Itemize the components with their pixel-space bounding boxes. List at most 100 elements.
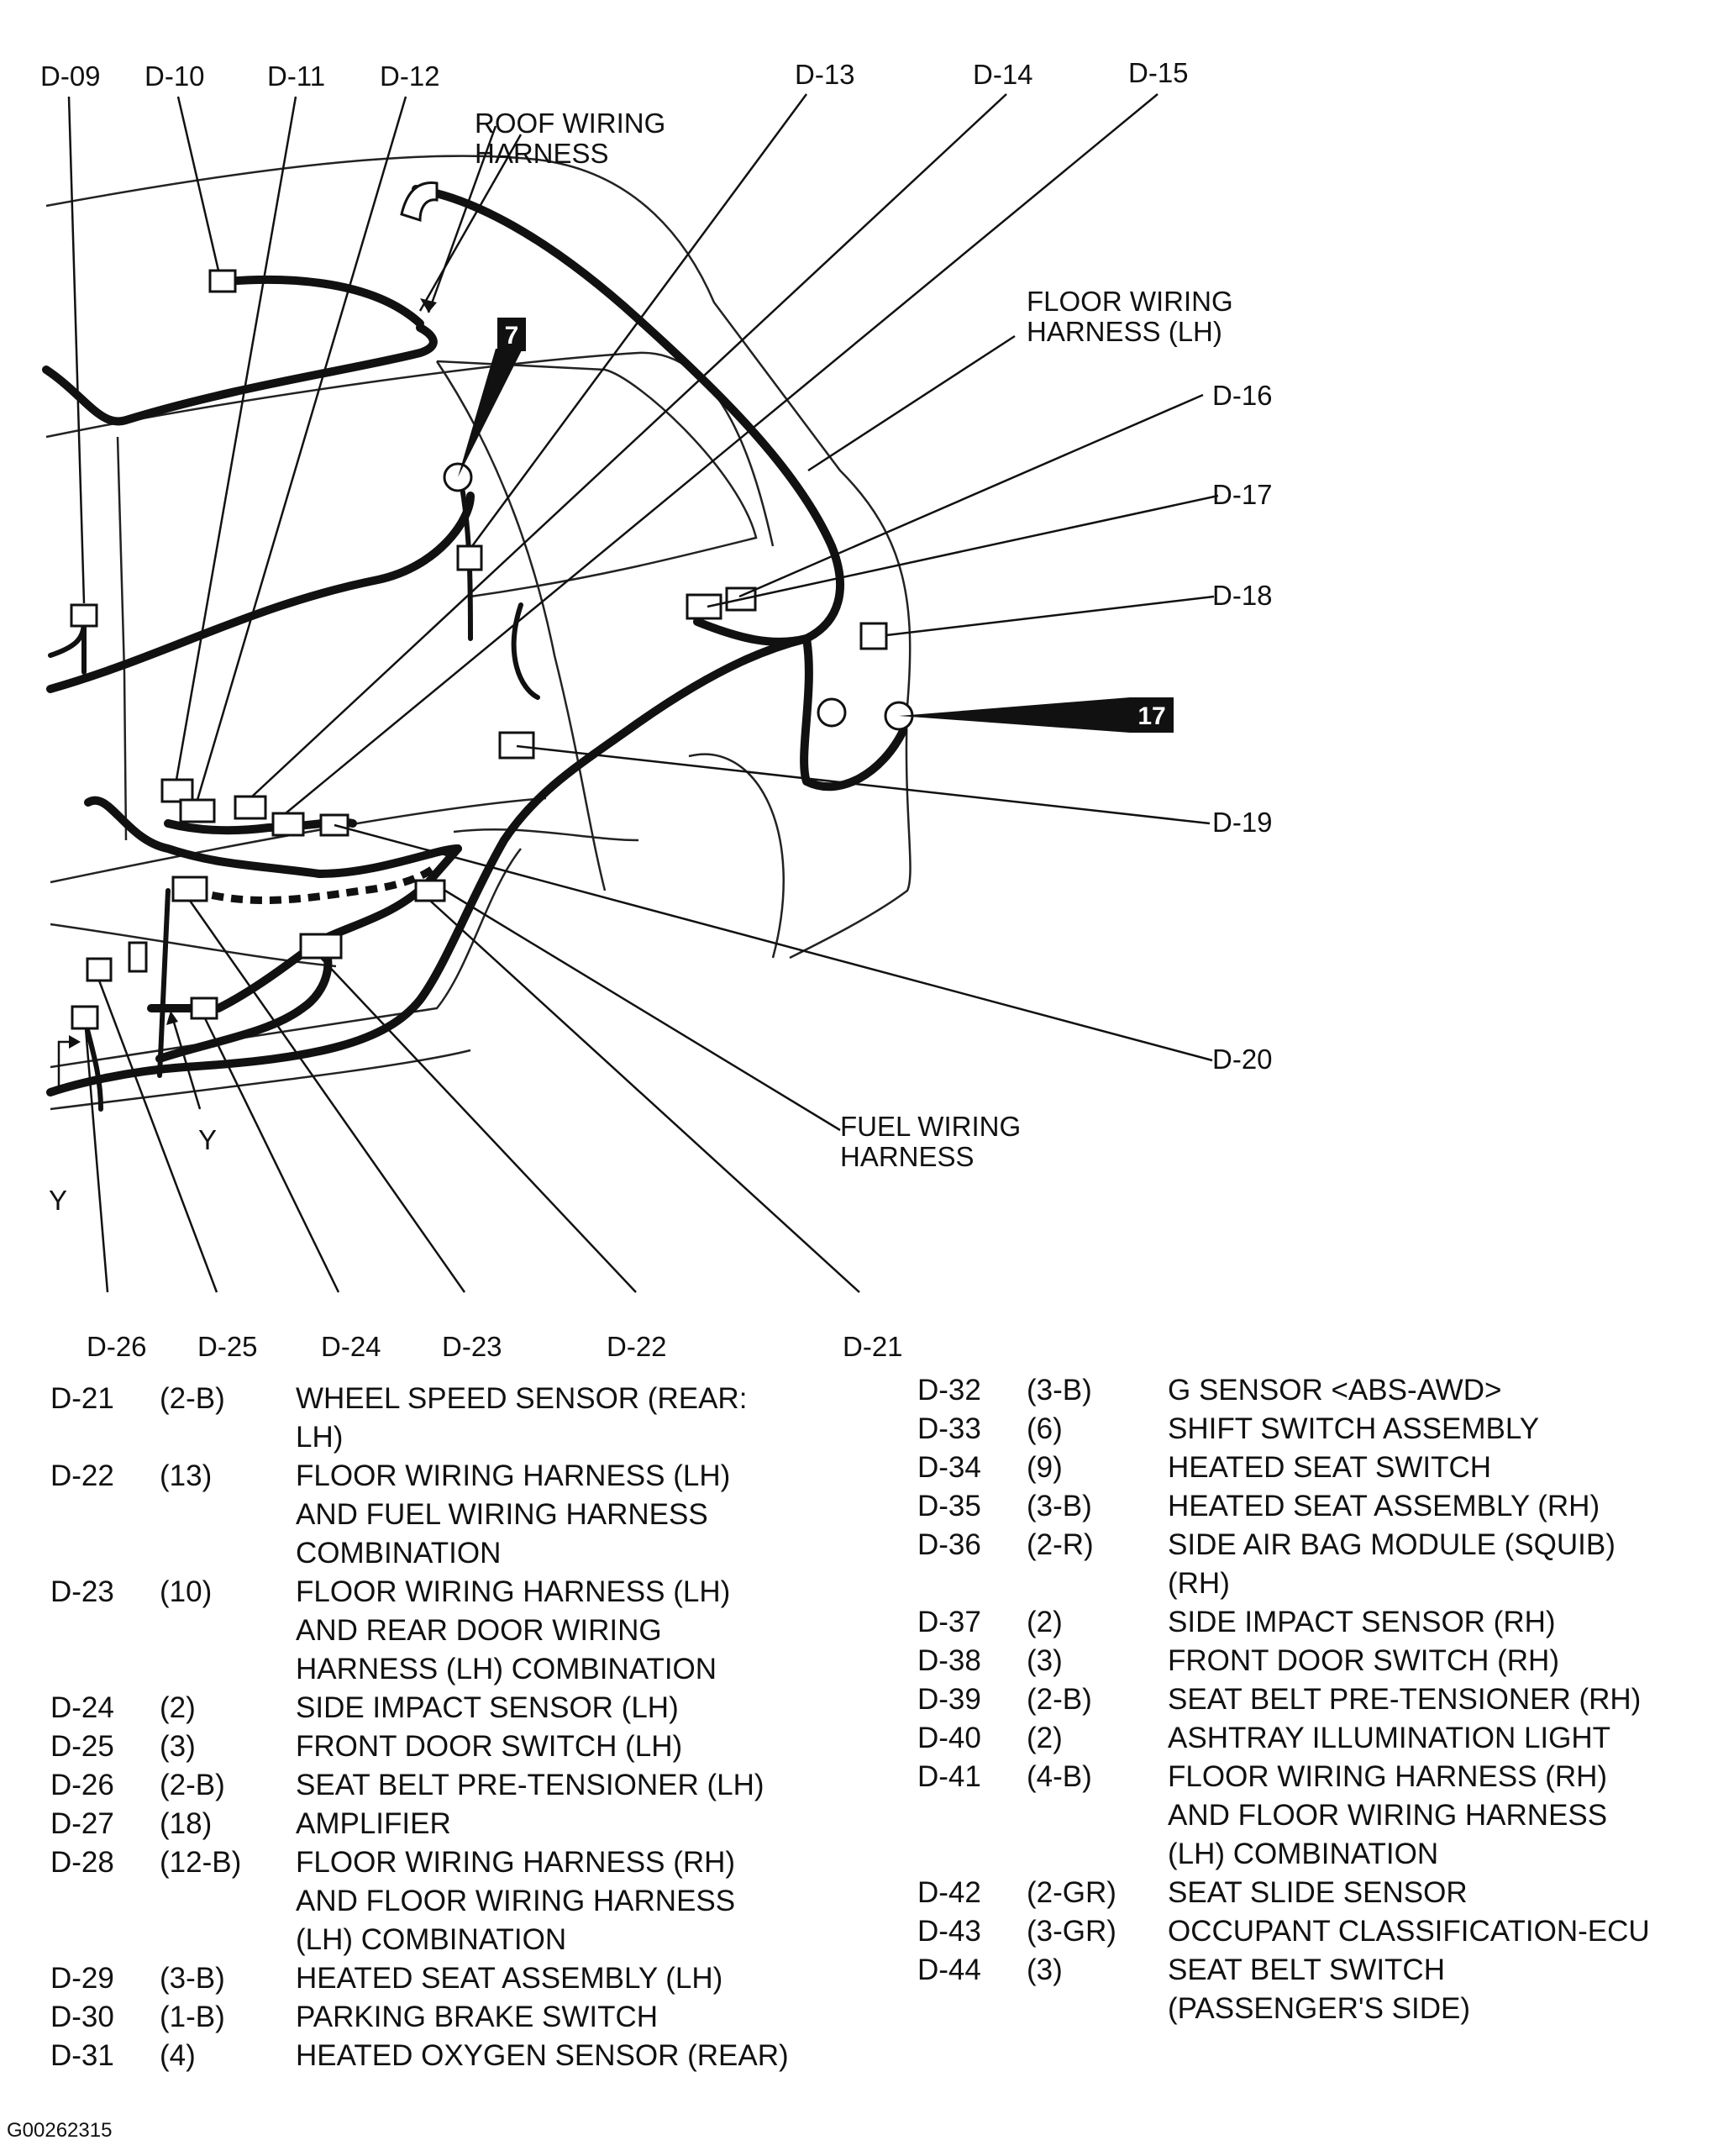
connector-pins: (2) bbox=[1027, 1606, 1063, 1638]
callout-d11: D-11 bbox=[267, 60, 325, 92]
connector-pins: (3-GR) bbox=[1027, 1915, 1116, 1948]
connector-code: D-39 bbox=[917, 1683, 981, 1716]
connector-code: D-29 bbox=[50, 1962, 114, 1995]
connector-pins: (3-B) bbox=[1027, 1374, 1092, 1407]
connector-pins: (4-B) bbox=[1027, 1760, 1092, 1793]
legend-row: D-23(10)FLOOR WIRING HARNESS (LH) AND RE… bbox=[50, 1573, 817, 1689]
connector-pins: (2-B) bbox=[160, 1382, 225, 1415]
connector-pins: (3-B) bbox=[1027, 1490, 1092, 1522]
connector-pins: (2-B) bbox=[1027, 1683, 1092, 1716]
connector-description: PARKING BRAKE SWITCH bbox=[296, 2001, 659, 2033]
connector-pins: (12-B) bbox=[160, 1846, 242, 1879]
connector-code: D-35 bbox=[917, 1490, 981, 1522]
connector-code: D-34 bbox=[917, 1451, 981, 1484]
callout-d26: D-26 bbox=[87, 1331, 147, 1362]
connector-description: OCCUPANT CLASSIFICATION-ECU bbox=[1168, 1915, 1650, 1948]
connector-pins: (2-GR) bbox=[1027, 1876, 1116, 1909]
legend-row: D-33 (6) SHIFT SWITCH ASSEMBLY bbox=[917, 1410, 1705, 1449]
callout-labels: D-09 D-10 D-11 D-12 D-13 D-14 D-15 D-16 … bbox=[40, 57, 1273, 1362]
marker-7: 7 bbox=[458, 318, 526, 477]
legend-row: D-32(3-B)G SENSOR <ABS-AWD> bbox=[917, 1371, 1705, 1410]
connector-code: D-22 bbox=[50, 1459, 114, 1492]
callout-d09: D-09 bbox=[40, 60, 101, 92]
connector-code: D-26 bbox=[50, 1769, 114, 1801]
connector-code: D-21 bbox=[50, 1382, 114, 1415]
legend-row: D-34(9)HEATED SEAT SWITCH bbox=[917, 1449, 1705, 1487]
legend-row: D-35 (3-B) HEATED SEAT ASSEMBLY (RH) bbox=[917, 1487, 1705, 1526]
floor-harness-label-line1: FLOOR WIRING bbox=[1027, 286, 1233, 317]
connector-code: D-31 bbox=[50, 2039, 114, 2072]
connector-description: FLOOR WIRING HARNESS (RH) AND FLOOR WIRI… bbox=[1168, 1760, 1608, 1870]
connector-code: D-25 bbox=[50, 1730, 114, 1763]
legend-row: D-25 (3) FRONT DOOR SWITCH (LH) bbox=[50, 1727, 817, 1766]
connector-pins: (10) bbox=[160, 1575, 213, 1608]
connector-description: SIDE AIR BAG MODULE (SQUIB) (RH) bbox=[1168, 1528, 1616, 1600]
legend-row: D-43 (3-GR) OCCUPANT CLASSIFICATION-ECU bbox=[917, 1912, 1705, 1951]
connector-description: FLOOR WIRING HARNESS (LH) AND FUEL WIRIN… bbox=[296, 1459, 731, 1570]
legend-row: D-29(3-B)HEATED SEAT ASSEMBLY (LH) bbox=[50, 1959, 817, 1998]
figure-id: G00262315 bbox=[7, 2119, 113, 2142]
connector-pins: (3) bbox=[1027, 1954, 1063, 1986]
connector-code: D-36 bbox=[917, 1528, 981, 1561]
connector-description: SEAT BELT PRE-TENSIONER (RH) bbox=[1168, 1683, 1642, 1716]
marker-17: 17 bbox=[899, 697, 1174, 733]
legend-row: D-28 (12-B) FLOOR WIRING HARNESS (RH) AND … bbox=[50, 1843, 817, 1959]
connector-code: D-24 bbox=[50, 1691, 114, 1724]
fuel-harness-label-line2: HARNESS bbox=[840, 1141, 975, 1172]
wiring-diagram: 7 17 D-09 D-10 D-11 D-12 D-13 D-14 D-15 … bbox=[40, 57, 1273, 1362]
connector-code: D-30 bbox=[50, 2001, 114, 2033]
connector-pins: (2) bbox=[160, 1691, 196, 1724]
connector-description: WHEEL SPEED SENSOR (REAR: LH) bbox=[296, 1382, 748, 1454]
connector-code: D-40 bbox=[917, 1722, 981, 1754]
connector-pins: (13) bbox=[160, 1459, 213, 1492]
legend-row: D-26(2-B)SEAT BELT PRE-TENSIONER (LH) bbox=[50, 1766, 817, 1805]
legend-row: D-22 (13) FLOOR WIRING HARNESS (LH) AND FU… bbox=[50, 1457, 817, 1573]
connector-code: D-33 bbox=[917, 1412, 981, 1445]
callout-d20: D-20 bbox=[1212, 1044, 1273, 1075]
leader-lines bbox=[67, 93, 1219, 1293]
connector-description: FRONT DOOR SWITCH (RH) bbox=[1168, 1644, 1559, 1677]
legend-row: D-30(1-B)PARKING BRAKE SWITCH bbox=[50, 1998, 817, 2037]
connector-code: D-41 bbox=[917, 1760, 981, 1793]
legend-row: D-39 (2-B) SEAT BELT PRE-TENSIONER (RH) bbox=[917, 1680, 1705, 1719]
connector-description: HEATED SEAT SWITCH bbox=[1168, 1451, 1492, 1484]
connector-description: HEATED SEAT ASSEMBLY (LH) bbox=[296, 1962, 723, 1995]
vehicle-body-outline bbox=[45, 155, 912, 1111]
connector-pins: (2) bbox=[1027, 1722, 1063, 1754]
connector-code: D-27 bbox=[50, 1807, 114, 1840]
connector-description: AMPLIFIER bbox=[296, 1807, 451, 1840]
y-label-left: Y bbox=[49, 1185, 67, 1216]
connector-legend-right: D-32(3-B)G SENSOR <ABS-AWD>D-33 (6) SHIFT … bbox=[917, 1371, 1705, 2028]
connector-description: HEATED OXYGEN SENSOR (REAR) bbox=[296, 2039, 789, 2072]
callout-d25: D-25 bbox=[197, 1331, 258, 1362]
callout-d18: D-18 bbox=[1212, 580, 1273, 611]
connector-code: D-28 bbox=[50, 1846, 114, 1879]
callout-d12: D-12 bbox=[380, 60, 440, 92]
connector-pins: (6) bbox=[1027, 1412, 1063, 1445]
legend-row: D-21 (2-B) WHEEL SPEED SENSOR (REAR: LH) bbox=[50, 1380, 817, 1457]
legend-row: D-44(3)SEAT BELT SWITCH (PASSENGER'S SID… bbox=[917, 1951, 1705, 2028]
connector-pins: (3) bbox=[160, 1730, 196, 1763]
legend-row: D-27 (18) AMPLIFIER bbox=[50, 1805, 817, 1843]
connector-code: D-43 bbox=[917, 1915, 981, 1948]
y-label-center: Y bbox=[198, 1124, 217, 1155]
callout-d19: D-19 bbox=[1212, 807, 1273, 838]
roof-harness-label-line1: ROOF WIRING bbox=[475, 108, 665, 139]
connector-blocks bbox=[70, 181, 914, 1030]
connector-pins: (18) bbox=[160, 1807, 213, 1840]
callout-d23: D-23 bbox=[442, 1331, 502, 1362]
connector-pins: (3) bbox=[1027, 1644, 1063, 1677]
connector-code: D-23 bbox=[50, 1575, 114, 1608]
legend-row: D-36(2-R)SIDE AIR BAG MODULE (SQUIB) (RH… bbox=[917, 1526, 1705, 1603]
connector-description: SHIFT SWITCH ASSEMBLY bbox=[1168, 1412, 1540, 1445]
floor-harness-label-line2: HARNESS (LH) bbox=[1027, 316, 1222, 347]
connector-pins: (2-B) bbox=[160, 1769, 225, 1801]
y-arrows bbox=[57, 1011, 202, 1110]
harness-lines bbox=[42, 185, 907, 1112]
connector-description: HEATED SEAT ASSEMBLY (RH) bbox=[1168, 1490, 1600, 1522]
callout-d17: D-17 bbox=[1212, 479, 1273, 510]
connector-description: FLOOR WIRING HARNESS (RH) AND FLOOR WIRI… bbox=[296, 1846, 736, 1956]
connector-description: FRONT DOOR SWITCH (LH) bbox=[296, 1730, 683, 1763]
legend-row: D-41 (4-B) FLOOR WIRING HARNESS (RH) AND F… bbox=[917, 1758, 1705, 1874]
legend-row: D-24(2)SIDE IMPACT SENSOR (LH) bbox=[50, 1689, 817, 1727]
